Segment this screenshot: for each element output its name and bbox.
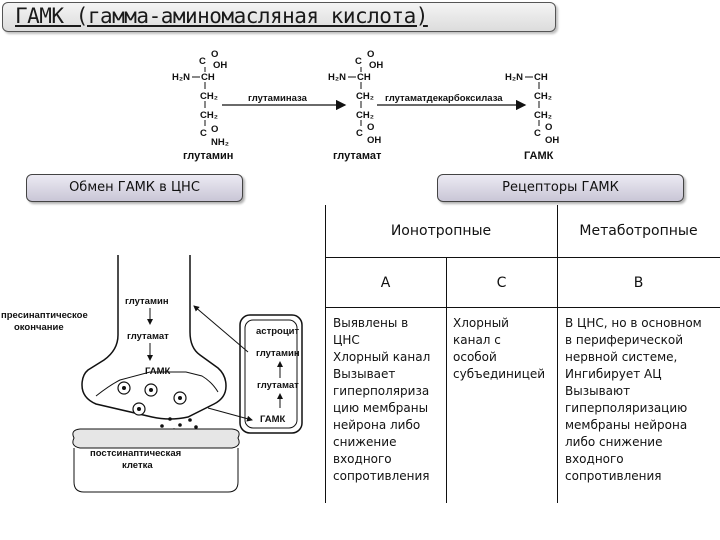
presynaptic-label-line1: пресинаптическое	[1, 310, 88, 321]
presynaptic-label-line2: окончание	[14, 322, 64, 333]
glutamine-h2n: H₂N	[172, 72, 190, 83]
receptors-section-button[interactable]: Рецепторы ГАМК	[437, 174, 684, 202]
gaba-c-low: C	[534, 128, 541, 139]
reaction-scheme: O OH C H₂N CH CH₂ CH₂ O C NH₂ глутамин г…	[172, 49, 559, 162]
glutamine-o-low: O	[211, 124, 218, 135]
glutamine-ch2-b: CH₂	[200, 110, 218, 121]
postsynaptic-label-line1: постсинаптическая	[90, 448, 181, 459]
gaba-label: ГАМК	[524, 150, 554, 162]
astrocyte-inner-outline	[244, 319, 298, 429]
receptor-type-c: C	[496, 275, 507, 291]
glutamate-oh: OH	[369, 60, 383, 71]
title-banner: ГАМК (гамма-аминомасляная кислота)	[2, 2, 556, 32]
glutamine-oh: OH	[213, 60, 227, 71]
page-title: ГАМК (гамма-аминомасляная кислота)	[15, 4, 428, 28]
gaba-oh-low: OH	[545, 135, 559, 146]
glutamate-o-top: O	[367, 49, 374, 60]
glutamate-structure: O OH C H₂N CH CH₂ CH₂ O C OH глутамат	[328, 49, 383, 162]
glutamine-label: глутамин	[183, 150, 233, 162]
astrocyte-outline	[239, 314, 303, 434]
astro-glutamate-label: глутамат	[257, 380, 299, 391]
enzyme-glutamate-decarboxylase: глутаматдекарбоксилаза	[385, 93, 503, 104]
glutamine-c-low: C	[200, 128, 207, 139]
glutamate-ch2-b: CH₂	[356, 110, 374, 121]
receptor-type-b: B	[633, 275, 644, 291]
glutamine-ch: CH	[201, 72, 215, 83]
header-metabotropic: Метаботропные	[579, 223, 698, 239]
postsynaptic-cell-outline	[73, 448, 239, 493]
glutamate-o-low: O	[367, 122, 374, 133]
glutamate-h2n: H₂N	[328, 72, 346, 83]
gaba-o-low: O	[545, 122, 552, 133]
syn-glutamine-label: глутамин	[125, 296, 169, 307]
postsynaptic-label-line2: клетка	[122, 460, 153, 471]
glutamate-oh-low: OH	[367, 135, 381, 146]
glutamate-ch: CH	[357, 72, 371, 83]
receptor-table: Ионотропные Метаботропные A C B Выявлены…	[325, 205, 720, 505]
glutamine-ch2-a: CH₂	[200, 91, 218, 102]
synaptic-vesicles	[117, 381, 187, 416]
syn-glutamate-label: глутамат	[127, 331, 169, 342]
gaba-h2n: H₂N	[505, 72, 523, 83]
receptors-section-label: Рецепторы ГАМК	[502, 180, 619, 195]
glutamate-label: глутамат	[333, 150, 382, 162]
glutamate-ch2-a: CH₂	[356, 91, 374, 102]
syn-gaba-label: ГАМК	[145, 366, 171, 377]
glutamine-nh2: NH₂	[211, 137, 229, 148]
astro-gaba-label: ГАМК	[260, 414, 286, 425]
cell-type-c: Хлорный канал с особой субъединицей	[453, 316, 546, 381]
metabolism-section-button[interactable]: Обмен ГАМК в ЦНС	[26, 174, 243, 202]
cell-type-a: Выявлены в ЦНС Хлорный канал Вызывает ги…	[333, 316, 431, 483]
glutamine-o-top: O	[211, 49, 218, 60]
enzyme-glutaminase: глутаминаза	[248, 93, 308, 104]
glutamate-c-low: C	[356, 128, 363, 139]
gaba-ch: CH	[534, 72, 548, 83]
receptor-type-a: A	[380, 275, 391, 291]
metabolism-section-label: Обмен ГАМК в ЦНС	[69, 180, 200, 195]
gaba-ch2-a: CH₂	[534, 91, 552, 102]
gaba-ch2-b: CH₂	[534, 110, 552, 121]
gaba-structure: H₂N CH CH₂ CH₂ O C OH ГАМК	[505, 72, 559, 162]
astrocyte-label: астроцит	[256, 326, 300, 337]
postsynaptic-membrane	[72, 428, 240, 449]
cell-type-b: В ЦНС, но в основном в периферической не…	[565, 316, 702, 483]
header-ionotropic: Ионотропные	[390, 223, 492, 239]
glutamine-c-top: C	[199, 56, 206, 67]
presynaptic-membrane-inner	[95, 371, 219, 397]
astro-glutamine-label: глутамин	[256, 348, 300, 359]
glutamine-structure: O OH C H₂N CH CH₂ CH₂ O C NH₂ глутамин	[172, 49, 233, 162]
glutamate-c-top: C	[355, 56, 362, 67]
synapse-diagram: глутамин глутамат ГАМК пресинаптическое …	[1, 255, 303, 493]
